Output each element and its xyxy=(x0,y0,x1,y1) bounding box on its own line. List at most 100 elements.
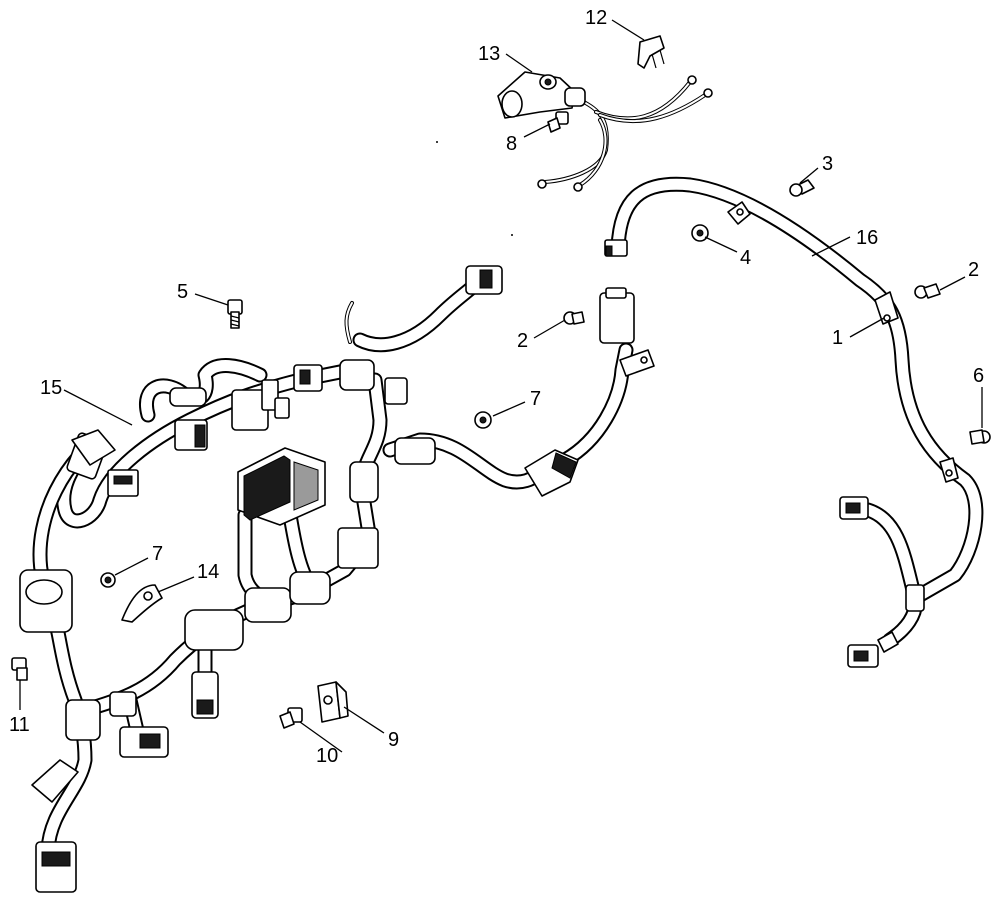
connector xyxy=(261,379,279,411)
leader-16 xyxy=(811,236,851,257)
callout-7-middle: 7 xyxy=(530,388,541,410)
callout-13: 13 xyxy=(478,43,500,65)
connector-face xyxy=(845,502,861,514)
connector xyxy=(31,759,79,803)
nut-4 xyxy=(691,224,709,242)
dot xyxy=(511,234,513,236)
clip-hole xyxy=(945,469,953,477)
clip-hole xyxy=(883,314,891,322)
callout-5: 5 xyxy=(177,281,188,303)
leader-3 xyxy=(799,167,819,184)
connector-face xyxy=(194,424,206,448)
bolt-10 xyxy=(279,707,303,729)
callout-16: 16 xyxy=(856,227,878,249)
connector-pins xyxy=(605,245,613,257)
callout-12: 12 xyxy=(585,7,607,29)
clip-hole xyxy=(640,356,648,364)
sleeve xyxy=(244,587,292,623)
connector-face xyxy=(139,733,161,749)
leader-7-middle xyxy=(492,401,526,417)
elbow-junction xyxy=(337,527,379,569)
leader-15 xyxy=(63,389,133,426)
sensor-13-assembly xyxy=(497,71,713,192)
bracket-9 xyxy=(317,681,349,723)
sensor-connector xyxy=(501,90,523,118)
leader-13 xyxy=(505,53,533,73)
sleeve xyxy=(349,461,379,503)
ring-terminal xyxy=(687,75,697,85)
connector xyxy=(274,397,290,419)
connector-latch xyxy=(605,287,627,299)
clip-12 xyxy=(637,35,665,69)
connector xyxy=(599,292,635,344)
leader-8 xyxy=(523,123,551,138)
callout-15: 15 xyxy=(40,377,62,399)
sleeve xyxy=(169,387,207,407)
sleeve xyxy=(184,609,244,651)
connector xyxy=(71,429,116,466)
callout-6: 6 xyxy=(973,365,984,387)
callout-7-left: 7 xyxy=(152,543,163,565)
leader-1 xyxy=(849,317,885,338)
leader-14 xyxy=(157,576,195,593)
harness-15 xyxy=(19,265,655,893)
leader-2-right xyxy=(939,276,966,291)
connector-face xyxy=(853,650,869,662)
ecu-connector-face xyxy=(243,455,291,521)
connector-face xyxy=(299,369,311,385)
callouts: 1 2 2 3 4 5 6 7 7 8 9 10 11 12 13 14 15 xyxy=(9,7,984,767)
ring-terminal xyxy=(537,179,547,189)
ring-terminal xyxy=(573,182,583,192)
sleeve xyxy=(65,699,101,741)
callout-9: 9 xyxy=(388,729,399,751)
callout-2-middle: 2 xyxy=(517,330,528,352)
grommet-opening xyxy=(25,579,63,605)
leader-7-left xyxy=(114,557,149,576)
connector-face xyxy=(196,699,214,715)
clip-14 xyxy=(121,584,163,623)
leader-9 xyxy=(343,706,385,734)
nut-7-middle xyxy=(474,411,492,429)
callout-11: 11 xyxy=(9,714,30,736)
p-clip-1 xyxy=(874,291,899,325)
tee-junction xyxy=(394,437,436,465)
leader-10 xyxy=(299,721,343,753)
hardware xyxy=(11,111,991,729)
connector-face xyxy=(41,851,71,867)
bolt-8 xyxy=(547,111,569,133)
callout-4: 4 xyxy=(740,247,751,269)
leader-2-middle xyxy=(533,319,566,339)
leader-12 xyxy=(611,19,645,41)
mount-hole xyxy=(544,78,552,86)
junction-sleeve xyxy=(905,584,925,612)
bolt-5 xyxy=(227,299,243,329)
sleeve xyxy=(289,571,331,605)
connector xyxy=(35,841,77,893)
sleeve xyxy=(109,691,137,717)
p-clip xyxy=(619,349,655,377)
harness-16 xyxy=(604,176,984,668)
callout-2-right: 2 xyxy=(968,259,979,281)
nut-7-left xyxy=(100,572,116,588)
bolt-3 xyxy=(789,179,815,197)
callout-10: 10 xyxy=(316,745,338,767)
bolt-6 xyxy=(969,429,991,445)
connector-face xyxy=(113,475,133,485)
sensor-boot xyxy=(564,87,586,107)
bolt-2-right xyxy=(914,283,941,299)
connector-face xyxy=(551,452,577,479)
bolt-11 xyxy=(11,657,28,681)
ecu-connector-face xyxy=(293,461,319,511)
callout-1: 1 xyxy=(832,327,843,349)
dot xyxy=(436,141,438,143)
bolt-2-middle xyxy=(563,311,585,325)
leader-4 xyxy=(704,236,738,253)
callout-8: 8 xyxy=(506,133,517,155)
connector-boot xyxy=(877,631,899,653)
clip-hole xyxy=(736,208,744,216)
ring-terminal xyxy=(703,88,713,98)
callout-3: 3 xyxy=(822,153,833,175)
connector xyxy=(384,377,408,405)
callout-14: 14 xyxy=(197,561,219,583)
